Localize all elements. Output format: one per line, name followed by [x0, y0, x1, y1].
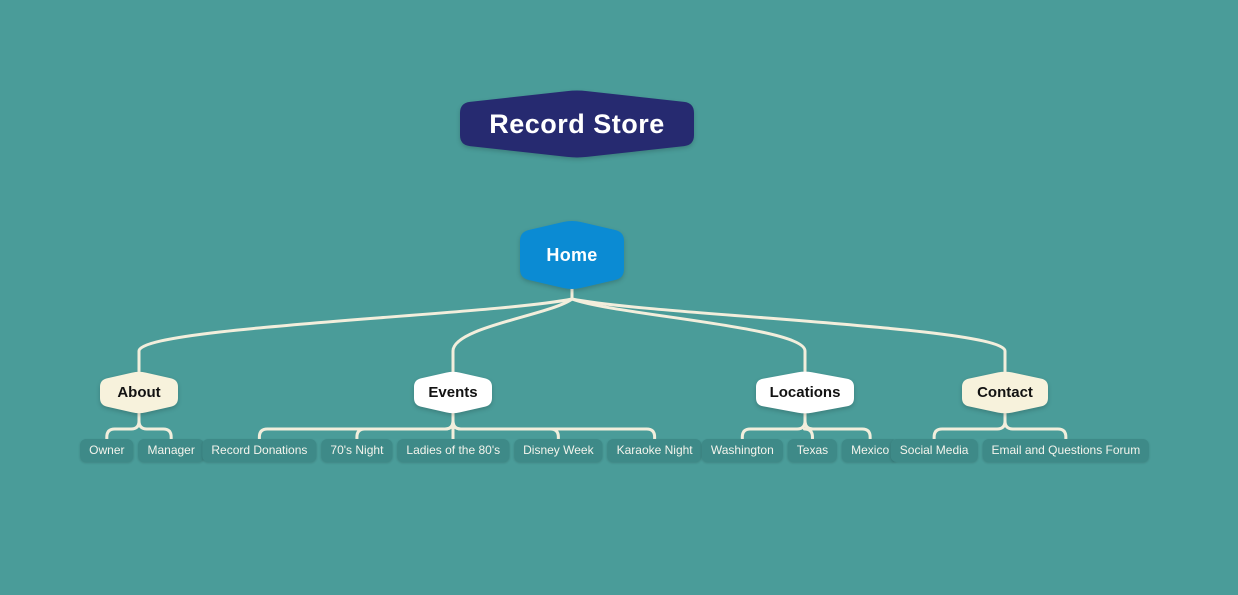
- node-home-label: Home: [546, 244, 598, 265]
- node-karaoke-night[interactable]: Karaoke Night: [607, 439, 702, 462]
- node-contact[interactable]: Contact: [962, 371, 1048, 414]
- events-children-row: Record Donations 70's Night Ladies of th…: [202, 439, 702, 462]
- locations-children-row: Washington Texas Mexico: [701, 439, 899, 462]
- node-events[interactable]: Events: [414, 371, 492, 414]
- node-contact-label: Contact: [977, 384, 1033, 401]
- node-70s-night[interactable]: 70's Night: [321, 439, 393, 462]
- node-about-label: About: [117, 384, 161, 401]
- node-ladies-of-the-80s[interactable]: Ladies of the 80's: [397, 439, 510, 462]
- node-texas[interactable]: Texas: [787, 439, 838, 462]
- contact-children-row: Social Media Email and Questions Forum: [890, 439, 1150, 462]
- node-disney-week[interactable]: Disney Week: [514, 439, 603, 462]
- node-locations-label: Locations: [769, 384, 841, 401]
- node-home[interactable]: Home: [520, 220, 624, 290]
- node-about[interactable]: About: [100, 371, 178, 414]
- about-children-row: Owner Manager: [80, 439, 204, 462]
- node-locations[interactable]: Locations: [756, 371, 854, 414]
- node-record-store-label: Record Store: [489, 108, 665, 139]
- node-manager[interactable]: Manager: [138, 439, 204, 462]
- node-social-media[interactable]: Social Media: [890, 439, 978, 462]
- node-record-donations[interactable]: Record Donations: [202, 439, 317, 462]
- node-events-label: Events: [428, 384, 478, 401]
- node-record-store[interactable]: Record Store: [460, 90, 694, 158]
- node-owner[interactable]: Owner: [80, 439, 134, 462]
- node-email-and-questions-forum[interactable]: Email and Questions Forum: [982, 439, 1150, 462]
- node-washington[interactable]: Washington: [701, 439, 783, 462]
- node-mexico[interactable]: Mexico: [842, 439, 899, 462]
